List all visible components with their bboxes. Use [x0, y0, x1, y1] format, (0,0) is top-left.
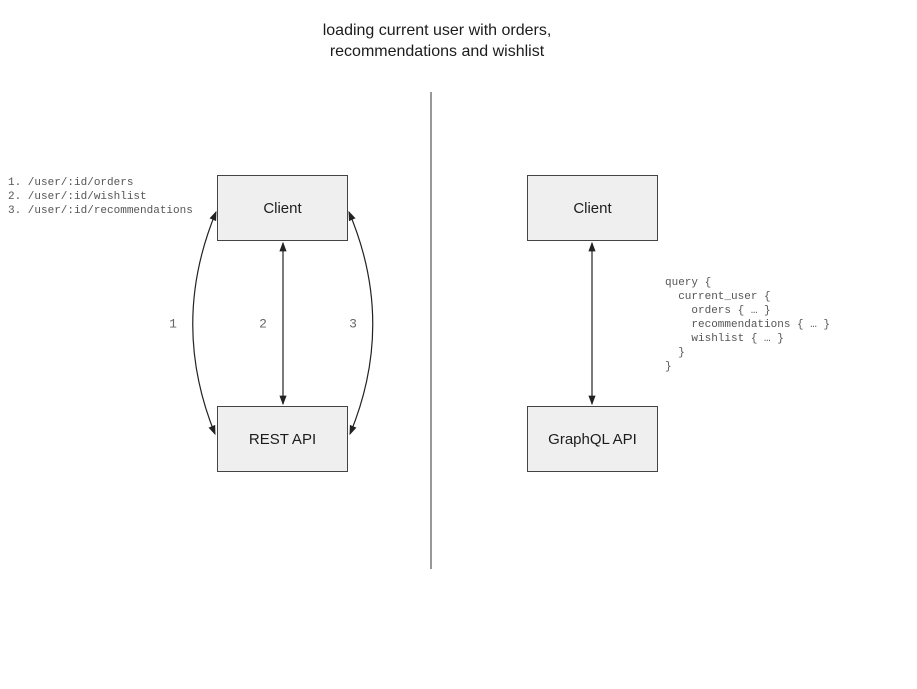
rest-endpoints-list: 1. /user/:id/orders 2. /user/:id/wishlis… — [8, 177, 193, 217]
graphql-api-node: GraphQL API — [527, 406, 658, 472]
arrow-label-3: 3 — [349, 316, 357, 332]
client-node-rest-label: Client — [263, 199, 302, 217]
graphql-query-snippet: query { current_user { orders { … } reco… — [665, 277, 831, 373]
page-title: loading current user with orders, recomm… — [322, 22, 552, 60]
client-node-graphql: Client — [527, 175, 658, 241]
client-node-graphql-label: Client — [573, 199, 612, 217]
rest-api-node-label: REST API — [248, 430, 317, 448]
arrow-label-2: 2 — [259, 316, 267, 332]
graphql-api-node-label: GraphQL API — [548, 430, 637, 448]
rest-api-node: REST API — [217, 406, 348, 472]
client-node-rest: Client — [217, 175, 348, 241]
arrow-1-orders-curve — [192, 210, 217, 436]
arrow-label-1: 1 — [169, 316, 177, 332]
